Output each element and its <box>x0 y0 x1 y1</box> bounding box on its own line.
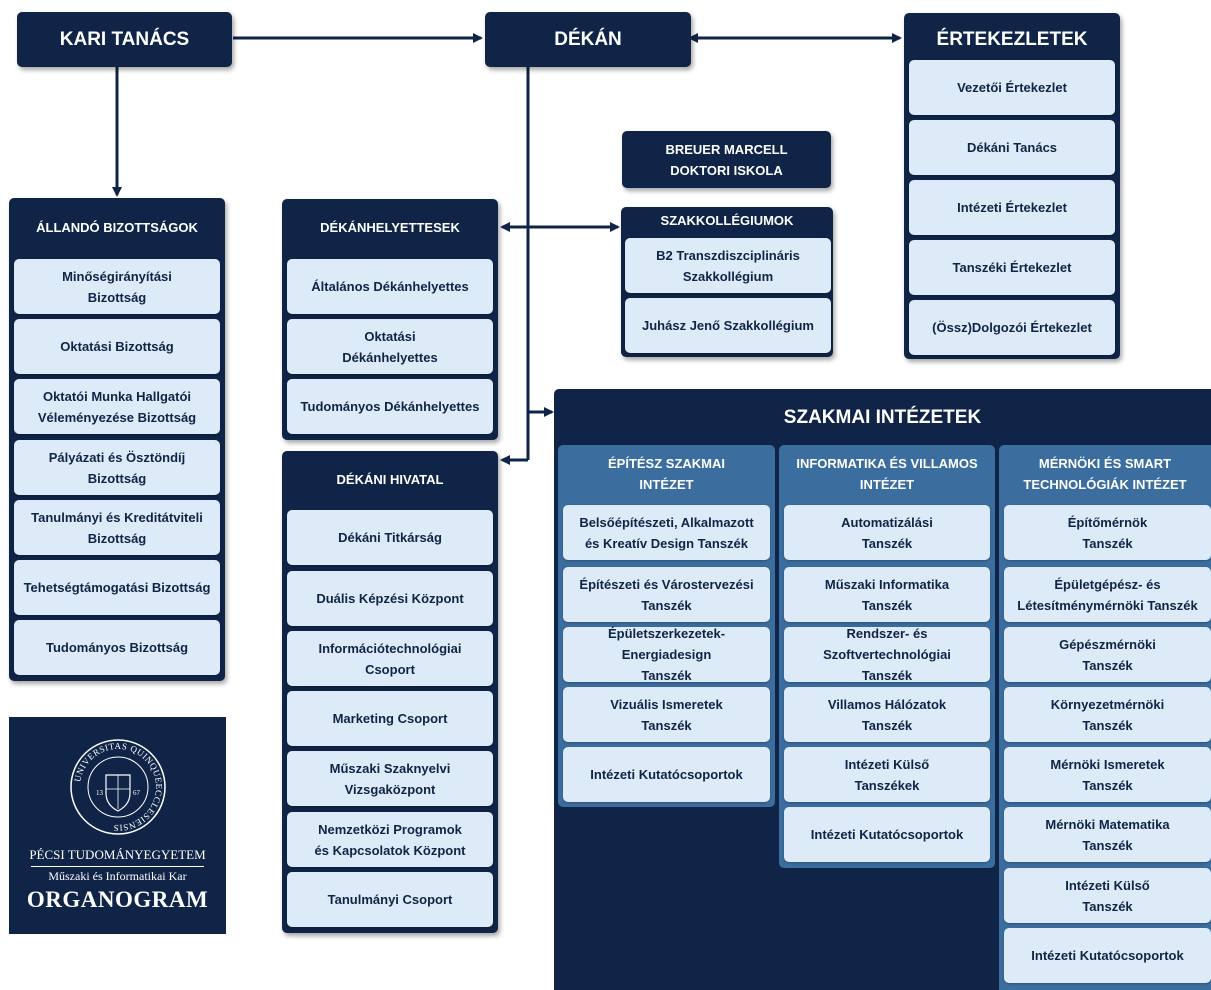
bizottsag-item: Tehetségtámogatási Bizottság <box>14 560 220 615</box>
seal-year-right: 67 <box>133 789 141 797</box>
dekani-hivatal-panel: DÉKÁNI HIVATAL Dékáni Titkárság Duális K… <box>282 451 498 933</box>
tanszek-item: Intézeti Külső Tanszékek <box>784 747 990 802</box>
ertekezletek-title: ÉRTEKEZLETEK <box>936 29 1088 50</box>
intezet-title: INFORMATIKA ÉS VILLAMOS INTÉZET <box>796 456 978 492</box>
tanszek-item: Intézeti Kutatócsoportok <box>1004 928 1211 983</box>
allando-bizottsagok-panel: ÁLLANDÓ BIZOTTSÁGOK Minőségirányítási Bi… <box>9 198 225 681</box>
tanszek-item: Épületszerkezetek-Energiadesign Tanszék <box>563 626 770 683</box>
faculty-name: Műszaki és Informatikai Kar <box>48 869 187 883</box>
tanszek-item: Villamos Hálózatok Tanszék <box>784 687 990 742</box>
tanszek-item: Környezetmérnöki Tanszék <box>1004 687 1211 742</box>
hivatal-item: Tanulmányi Csoport <box>287 872 493 927</box>
bizottsag-item: Oktatási Bizottság <box>14 319 220 374</box>
szakmai-intezetek-title: SZAKMAI INTÉZETEK <box>783 407 982 428</box>
tanszek-item: Vizuális Ismeretek Tanszék <box>563 687 770 742</box>
ertekezletek-panel: ÉRTEKEZLETEK Vezetői Értekezlet Dékáni T… <box>904 13 1120 359</box>
organogram-title: ORGANOGRAM <box>26 887 209 912</box>
hivatal-item: Dékáni Titkárság <box>287 510 493 565</box>
tanszek-item: Rendszer- és Szoftvertechnológiai Tanszé… <box>784 626 990 683</box>
dekan-label: DÉKÁN <box>554 28 622 50</box>
hivatal-item: Műszaki Szaknyelvi Vizsgaközpont <box>287 751 493 806</box>
dekanhelyettes-item: Oktatási Dékánhelyettes <box>287 319 493 374</box>
tanszek-item: Gépészmérnöki Tanszék <box>1004 627 1211 682</box>
bizottsag-item: Oktatói Munka Hallgatói Véleményezése Bi… <box>14 379 220 434</box>
intezet-title: ÉPÍTÉSZ SZAKMAI INTÉZET <box>607 456 725 492</box>
szakkollegiumok-panel: SZAKKOLLÉGIUMOK B2 Transzdiszciplináris … <box>621 207 833 357</box>
tanszek-item: Automatizálási Tanszék <box>784 505 990 560</box>
ertekezlet-item: Dékáni Tanács <box>909 120 1115 175</box>
dekanhelyettes-item: Általános Dékánhelyettes <box>287 259 493 314</box>
bizottsag-item: Tudományos Bizottság <box>14 620 220 675</box>
allando-bizottsagok-title: ÁLLANDÓ BIZOTTSÁGOK <box>36 220 198 235</box>
ertekezlet-item: Vezetői Értekezlet <box>909 60 1115 115</box>
tanszek-item: Intézeti Külső Tanszék <box>1004 868 1211 923</box>
dekani-hivatal-title: DÉKÁNI HIVATAL <box>336 472 444 487</box>
ertekezlet-item: Tanszéki Értekezlet <box>909 240 1115 295</box>
intezet-title: MÉRNÖKI ÉS SMART TECHNOLÓGIÁK INTÉZET <box>1023 456 1187 492</box>
tanszek-item: Mérnöki Matematika Tanszék <box>1004 807 1211 862</box>
tanszek-item: Építőmérnök Tanszék <box>1004 505 1211 560</box>
seal-year-left: 13 <box>96 789 104 797</box>
doktori-iskola-label: BREUER MARCELL DOKTORI ISKOLA <box>665 141 788 178</box>
dekanhelyettesek-title: DÉKÁNHELYETTESEK <box>320 220 460 235</box>
kari-tanacs-box: KARI TANÁCS <box>17 12 232 67</box>
ertekezlet-item: (Össz)Dolgozói Értekezlet <box>909 300 1115 355</box>
szakkollegium-item: Juhász Jenő Szakkollégium <box>625 298 831 353</box>
logo-divider <box>31 866 204 867</box>
ertekezlet-item: Intézeti Értekezlet <box>909 180 1115 235</box>
logo-block: UNIVERSITAS QUINQUEECCLESIENSIS 13 67 PÉ… <box>9 717 226 934</box>
intezet-column-epitesz: ÉPÍTÉSZ SZAKMAI INTÉZET Belsőépítészeti,… <box>558 445 775 807</box>
hivatal-item: Duális Képzési Központ <box>287 571 493 626</box>
hivatal-item: Nemzetközi Programok és Kapcsolatok Közp… <box>287 812 493 867</box>
tanszek-item: Épületgépész- és Létesítménymérnöki Tans… <box>1004 567 1211 622</box>
tanszek-item: Intézeti Kutatócsoportok <box>784 807 990 862</box>
tanszek-item: Belsőépítészeti, Alkalmazott és Kreatív … <box>563 505 770 560</box>
intezet-column-informatika: INFORMATIKA ÉS VILLAMOS INTÉZET Automati… <box>779 445 995 868</box>
hivatal-item: Marketing Csoport <box>287 691 493 746</box>
tanszek-item: Intézeti Kutatócsoportok <box>563 747 770 802</box>
doktori-iskola-box: BREUER MARCELL DOKTORI ISKOLA <box>622 131 831 188</box>
dekanhelyettesek-panel: DÉKÁNHELYETTESEK Általános Dékánhelyette… <box>282 199 498 440</box>
kari-tanacs-label: KARI TANÁCS <box>59 28 190 50</box>
szakkollegiumok-title: SZAKKOLLÉGIUMOK <box>660 213 794 228</box>
hivatal-item: Információtechnológiai Csoport <box>287 631 493 686</box>
dekan-box: DÉKÁN <box>485 12 691 67</box>
szakmai-intezetek-panel: SZAKMAI INTÉZETEK ÉPÍTÉSZ SZAKMAI INTÉZE… <box>554 389 1211 990</box>
tanszek-item: Műszaki Informatika Tanszék <box>784 567 990 622</box>
szakkollegium-item: B2 Transzdiszciplináris Szakkollégium <box>625 238 831 293</box>
intezet-column-mernoki: MÉRNÖKI ÉS SMART TECHNOLÓGIÁK INTÉZET Ép… <box>999 445 1211 990</box>
university-name: PÉCSI TUDOMÁNYEGYETEM <box>29 847 206 862</box>
bizottsag-item: Minőségirányítási Bizottság <box>14 259 220 314</box>
bizottsag-item: Pályázati és Ösztöndíj Bizottság <box>14 440 220 495</box>
bizottsag-item: Tanulmányi és Kreditátviteli Bizottság <box>14 500 220 555</box>
tanszek-item: Építészeti és Várostervezési Tanszék <box>563 567 770 622</box>
dekanhelyettes-item: Tudományos Dékánhelyettes <box>287 379 493 434</box>
tanszek-item: Mérnöki Ismeretek Tanszék <box>1004 747 1211 802</box>
university-seal-icon: UNIVERSITAS QUINQUEECCLESIENSIS 13 67 <box>70 739 166 835</box>
